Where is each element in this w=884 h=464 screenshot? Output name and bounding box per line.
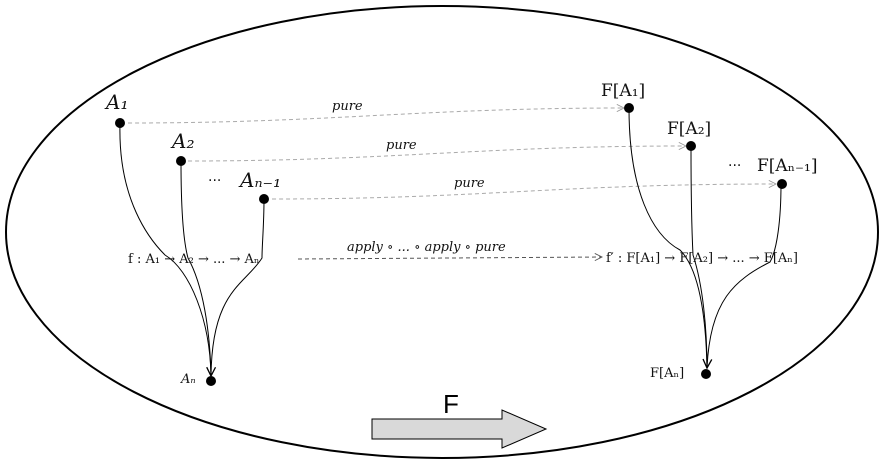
curve-a2 bbox=[180, 160, 212, 377]
node-fan bbox=[701, 369, 711, 379]
node-fan1 bbox=[777, 179, 787, 189]
pure-arrow-3 bbox=[271, 184, 776, 200]
node-fa1 bbox=[624, 103, 634, 113]
label-pure-3: pure bbox=[454, 176, 485, 191]
label-fa2: F[A₂] bbox=[667, 119, 711, 139]
right-ellipsis: ... bbox=[728, 154, 741, 170]
label-an1: Aₙ₋₁ bbox=[238, 168, 281, 192]
category-ellipse bbox=[5, 5, 879, 459]
label-an: Aₙ bbox=[180, 372, 196, 387]
label-fan: F[Aₙ] bbox=[650, 366, 684, 381]
label-f-prime-signature: f′ : F[A₁] → F[A₂] → ... → F[Aₙ] bbox=[606, 251, 798, 266]
curve-fan1 bbox=[707, 183, 782, 368]
label-pure-2: pure bbox=[386, 138, 417, 153]
node-a1 bbox=[115, 118, 125, 128]
pure-arrow-2 bbox=[187, 146, 686, 162]
node-an bbox=[206, 376, 216, 386]
node-an1 bbox=[259, 194, 269, 204]
functor-label: F bbox=[443, 389, 459, 419]
label-a2: A₂ bbox=[170, 129, 194, 153]
pure-arrow-1 bbox=[127, 108, 624, 124]
node-fa2 bbox=[686, 141, 696, 151]
apply-arrow bbox=[297, 257, 602, 259]
label-a1: A₁ bbox=[104, 90, 128, 114]
label-f-signature: f : A₁ → A₂ → ... → Aₙ bbox=[128, 252, 260, 267]
functor-block-arrow bbox=[371, 409, 548, 449]
curve-a1 bbox=[119, 123, 212, 377]
label-fan1: F[Aₙ₋₁] bbox=[757, 156, 817, 176]
node-a2 bbox=[176, 156, 186, 166]
label-apply-chain: apply ∘ ... ∘ apply ∘ pure bbox=[347, 240, 506, 255]
curve-an1 bbox=[211, 198, 265, 376]
left-ellipsis: ... bbox=[208, 169, 221, 185]
label-pure-1: pure bbox=[332, 99, 363, 114]
label-fa1: F[A₁] bbox=[601, 81, 645, 101]
curve-fa2 bbox=[690, 145, 708, 369]
curve-fa1 bbox=[628, 107, 708, 369]
